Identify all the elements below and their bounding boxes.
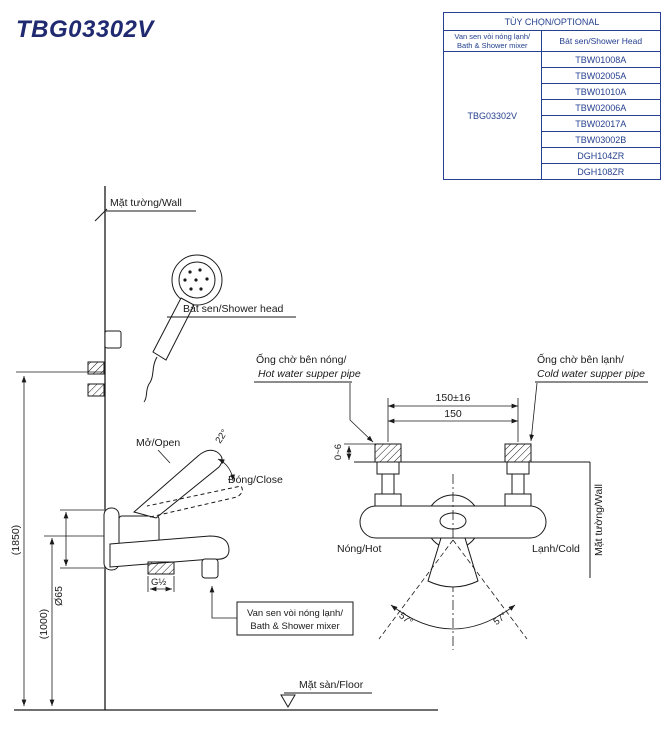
hand-shower xyxy=(87,254,223,403)
swing-line-right xyxy=(452,539,528,640)
swing-arc-57 xyxy=(390,604,516,630)
dim-o65-label: Ø65 xyxy=(53,586,65,606)
option-code: DGH108ZR xyxy=(540,163,662,180)
wall-anchor-hatch xyxy=(87,361,105,375)
hot-label-leader xyxy=(349,383,374,443)
shower-bracket xyxy=(104,330,122,349)
pipe-flange xyxy=(506,461,530,475)
pipe-nut xyxy=(504,493,532,507)
open-angle-label: 22° xyxy=(213,427,230,445)
col-header-mixer-vi: Van sen vòi nóng lạnh/ xyxy=(454,32,531,41)
mixer-label-en: Bath & Shower mixer xyxy=(250,621,339,632)
mixer-side xyxy=(103,449,354,636)
shower-head-label: Bát sen/Shower head xyxy=(183,303,284,315)
wall-right-label: Mặt tường/Wall xyxy=(593,484,605,556)
pipe-wall-hatch xyxy=(504,443,532,463)
floor-label: Mặt sàn/Floor xyxy=(299,679,364,691)
front-view xyxy=(254,381,648,650)
product-title: TBG03302V xyxy=(16,16,154,43)
dim-1850-label: (1850) xyxy=(10,525,22,555)
swing-line-left xyxy=(378,539,454,640)
shower-head-inner xyxy=(178,261,216,299)
shower-handle xyxy=(152,297,195,361)
pipe-wall-hatch xyxy=(374,443,402,463)
dim-1000-label: (1000) xyxy=(38,609,50,639)
wall-label: Mặt tường/Wall xyxy=(110,197,182,209)
cold-label: Lạnh/Cold xyxy=(532,543,580,555)
lever-open xyxy=(132,449,223,519)
lever-front xyxy=(427,537,479,588)
dim-150tol-label: 150±16 xyxy=(436,392,471,404)
side-view xyxy=(14,186,438,711)
col-header-mixer-en: Bath & Shower mixer xyxy=(457,41,528,50)
optional-table: TÙY CHỌN/OPTIONAL Van sen vòi nóng lạnh/… xyxy=(443,12,662,180)
close-label: Đóng/Close xyxy=(228,474,283,486)
cold-pipe-label-en: Cold water supper pipe xyxy=(537,368,645,380)
floor-datum-triangle xyxy=(280,694,296,708)
angle-left-label: 57° xyxy=(396,610,414,628)
pipe-flange xyxy=(376,461,400,475)
dim-g-label: G½ xyxy=(151,577,166,588)
drawing-labels: Mặt tường/Wall Bát sen/Shower head Mở/Op… xyxy=(10,197,645,691)
shower-head-face xyxy=(171,254,223,306)
outlet-thread-hatch xyxy=(147,561,175,575)
mixer-label-leader xyxy=(209,586,237,619)
cold-supply-pipe xyxy=(504,443,532,507)
pipe-nut xyxy=(374,493,402,507)
wall-label-tick xyxy=(94,208,108,222)
dim-150-label: 150 xyxy=(444,408,462,420)
hot-supply-pipe xyxy=(374,443,402,507)
open-label: Mở/Open xyxy=(136,437,180,449)
hot-pipe-label-en: Hot water supper pipe xyxy=(258,368,361,380)
hot-label: Nóng/Hot xyxy=(337,543,381,555)
dim-protrusion-label: 0~6 xyxy=(333,444,344,460)
mixer-label-vi: Van sen vòi nóng lạnh/ xyxy=(247,608,343,619)
cold-pipe-label-vi: Ống chờ bên lạnh/ xyxy=(537,352,624,366)
angle-arc-22 xyxy=(217,458,236,482)
mixer-label-box xyxy=(236,601,354,636)
wall-anchor-hatch xyxy=(87,383,105,397)
hot-pipe-label-vi: Ống chờ bên nóng/ xyxy=(256,352,346,366)
shower-hose xyxy=(143,356,158,403)
open-leader xyxy=(157,449,171,464)
shower-spray-dots xyxy=(183,268,209,291)
diverter-knob xyxy=(201,558,219,579)
pipe-stem xyxy=(381,473,395,495)
cold-label-leader xyxy=(529,382,538,442)
pipe-stem xyxy=(511,473,525,495)
